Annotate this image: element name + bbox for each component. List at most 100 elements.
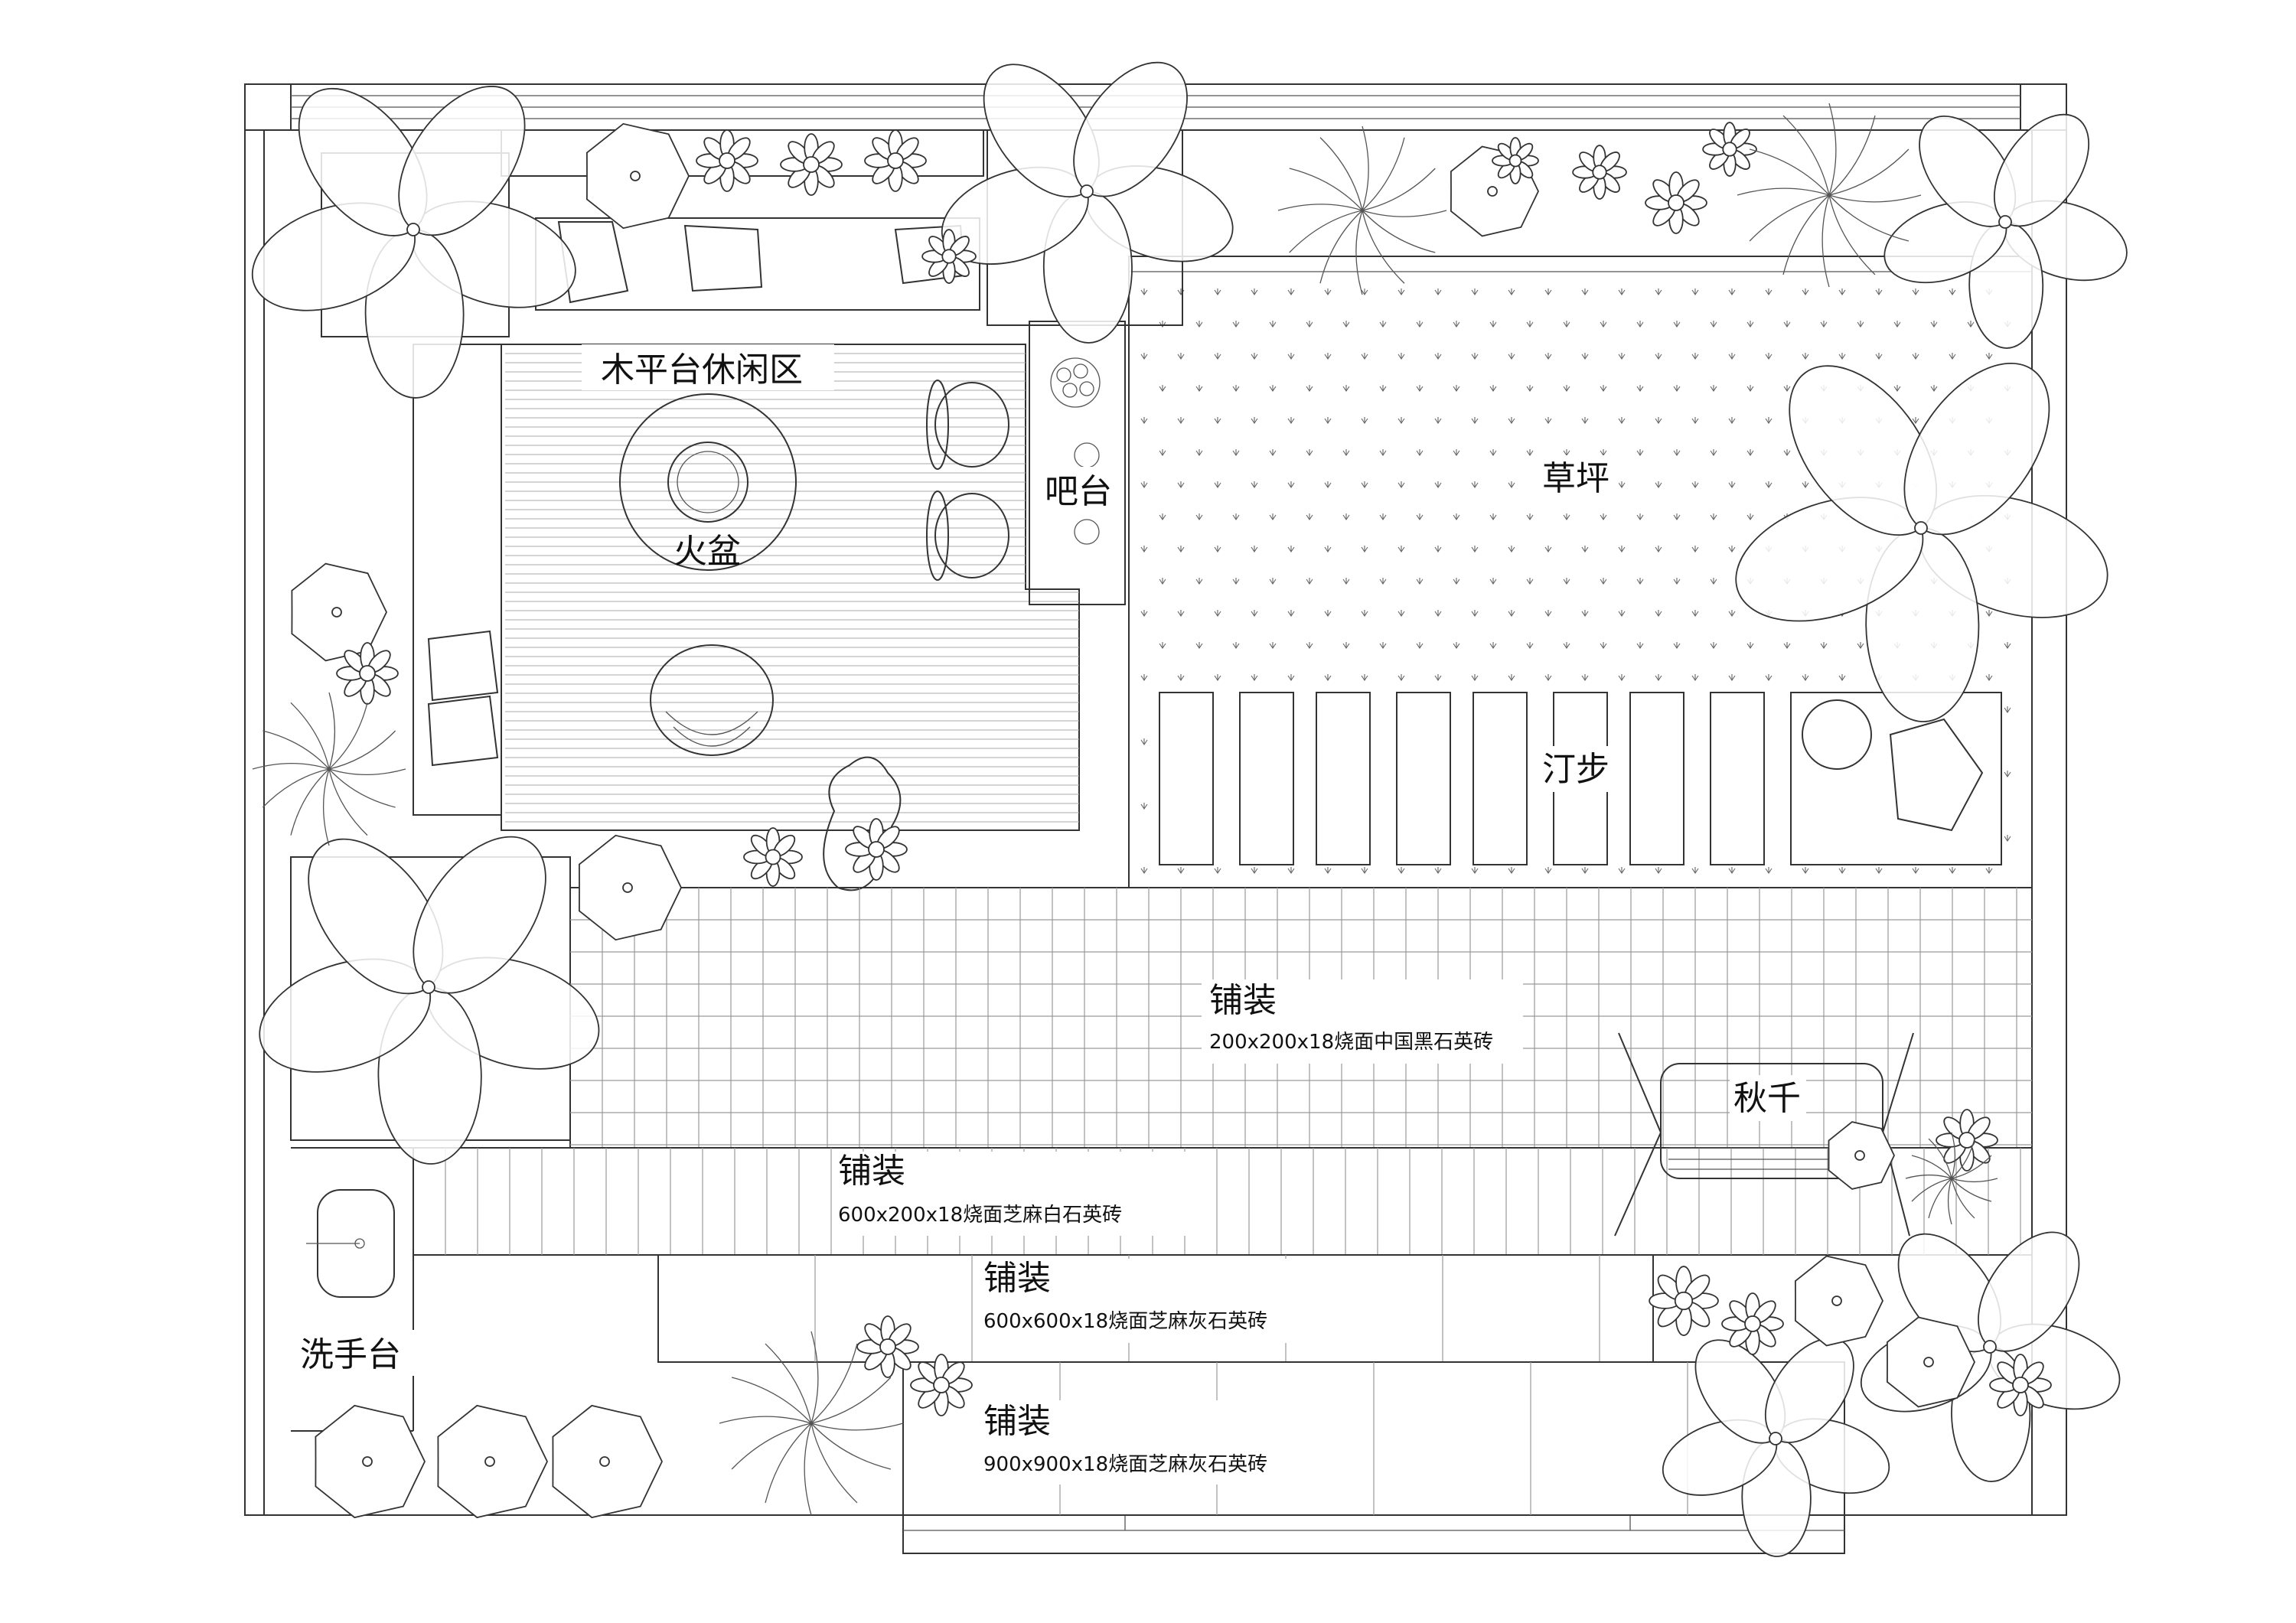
flower-center: [868, 841, 885, 858]
grass-mark: [1893, 385, 1901, 392]
label-deck-area: 木平台休闲区: [601, 350, 803, 389]
grass-mark: [1251, 867, 1258, 874]
spiky-leaf: [1355, 210, 1363, 295]
grass-mark: [1324, 610, 1332, 617]
grass-mark: [1361, 417, 1368, 424]
grass-mark: [1214, 610, 1221, 617]
grass-mark: [1379, 578, 1387, 585]
grass-mark: [1985, 353, 1993, 360]
grass-mark: [1140, 417, 1148, 424]
grass-mark: [1195, 513, 1203, 520]
label-lawn: 草坪: [1542, 459, 1609, 498]
tree-trunk: [1914, 521, 1928, 535]
grass-mark: [1636, 578, 1644, 585]
tree-symbol: [1662, 1338, 1890, 1557]
grass-mark: [1673, 642, 1681, 649]
grass-mark: [1618, 353, 1626, 360]
grass-mark: [1177, 674, 1185, 681]
label-paving-1-title: 铺装: [1209, 981, 1277, 1020]
grass-mark: [1287, 481, 1295, 488]
grass-mark: [1581, 610, 1589, 617]
grass-mark: [1600, 449, 1607, 456]
spiky-leaf: [1951, 1178, 1975, 1219]
grass-mark: [1287, 610, 1295, 617]
grass-mark: [1618, 610, 1626, 617]
grass-mark: [1765, 353, 1773, 360]
shrub-symbol: [437, 1404, 549, 1519]
grass-mark: [1949, 353, 1956, 360]
spiky-plant-symbol: [1737, 103, 1922, 288]
grass-mark: [1489, 321, 1497, 328]
spiky-plant-symbol: [252, 692, 406, 846]
flower-symbol: [780, 133, 843, 196]
spiky-leaf: [1928, 1178, 1952, 1219]
grass-mark: [1949, 867, 1956, 874]
spiky-leaf: [1905, 1174, 1952, 1179]
grass-mark: [1563, 449, 1570, 456]
grass-mark: [1783, 449, 1791, 456]
tree-symbol: [941, 61, 1234, 344]
grass-mark: [1287, 867, 1295, 874]
grass-mark: [1177, 417, 1185, 424]
grass-mark: [1342, 385, 1350, 392]
grass-mark: [1949, 288, 1956, 295]
grass-mark: [1581, 353, 1589, 360]
bar-stool: [934, 493, 1009, 578]
grass-mark: [1728, 353, 1736, 360]
spiky-leaf: [1362, 125, 1369, 211]
grass-mark: [1967, 321, 1975, 328]
spiky-leaf: [1319, 137, 1363, 211]
grass-mark: [1893, 321, 1901, 328]
grass-mark: [1544, 417, 1552, 424]
grass-mark: [1710, 385, 1717, 392]
grass-mark: [1453, 642, 1460, 649]
grass-mark: [1508, 546, 1515, 552]
grass-mark: [1526, 578, 1534, 585]
grass-mark: [1875, 867, 1883, 874]
spiky-leaf: [1319, 210, 1363, 284]
grass-mark: [1306, 642, 1313, 649]
spiky-leaf: [1828, 115, 1876, 196]
label-paving-3-spec: 600x600x18烧面芝麻灰石英砖: [983, 1310, 1267, 1333]
grass-mark: [1140, 288, 1148, 295]
grass-mark: [1930, 321, 1938, 328]
grass-mark: [1783, 321, 1791, 328]
grass-mark: [1453, 321, 1460, 328]
spiky-leaf: [1951, 1132, 1956, 1179]
grass-mark: [1195, 321, 1203, 328]
grass-mark: [1489, 449, 1497, 456]
grass-mark: [1600, 385, 1607, 392]
grass-mark: [1912, 288, 1919, 295]
grass-mark: [1544, 674, 1552, 681]
grass-mark: [1581, 417, 1589, 424]
spiky-leaf: [328, 768, 368, 836]
spiky-leaf: [765, 1343, 812, 1424]
grass-mark: [1746, 385, 1754, 392]
flower-center: [719, 152, 735, 169]
spiky-leaf: [1951, 1178, 1998, 1183]
spiky-leaf: [1782, 194, 1830, 275]
grass-mark: [1177, 481, 1185, 488]
spiky-leaf: [1947, 1178, 1952, 1225]
grass-mark: [1471, 610, 1479, 617]
shrub-center: [331, 607, 342, 618]
grass-mark: [1912, 353, 1919, 360]
spiky-leaf: [1911, 1155, 1952, 1179]
flower-symbol: [1721, 1292, 1784, 1355]
spiky-leaf: [731, 1423, 812, 1470]
spiky-leaf: [328, 702, 368, 770]
grass-mark: [1655, 546, 1662, 552]
grass-mark: [1710, 578, 1717, 585]
grass-mark: [1159, 578, 1166, 585]
grass-mark: [1526, 321, 1534, 328]
flower-symbol: [845, 818, 908, 881]
grass-mark: [1361, 546, 1368, 552]
cushion: [427, 695, 499, 767]
grass-mark: [1214, 481, 1221, 488]
grass-mark: [1287, 674, 1295, 681]
shrub-symbol: [552, 1404, 664, 1519]
grass-mark: [1453, 385, 1460, 392]
label-stepping-stones: 汀步: [1542, 750, 1609, 789]
grass-mark: [1159, 513, 1166, 520]
